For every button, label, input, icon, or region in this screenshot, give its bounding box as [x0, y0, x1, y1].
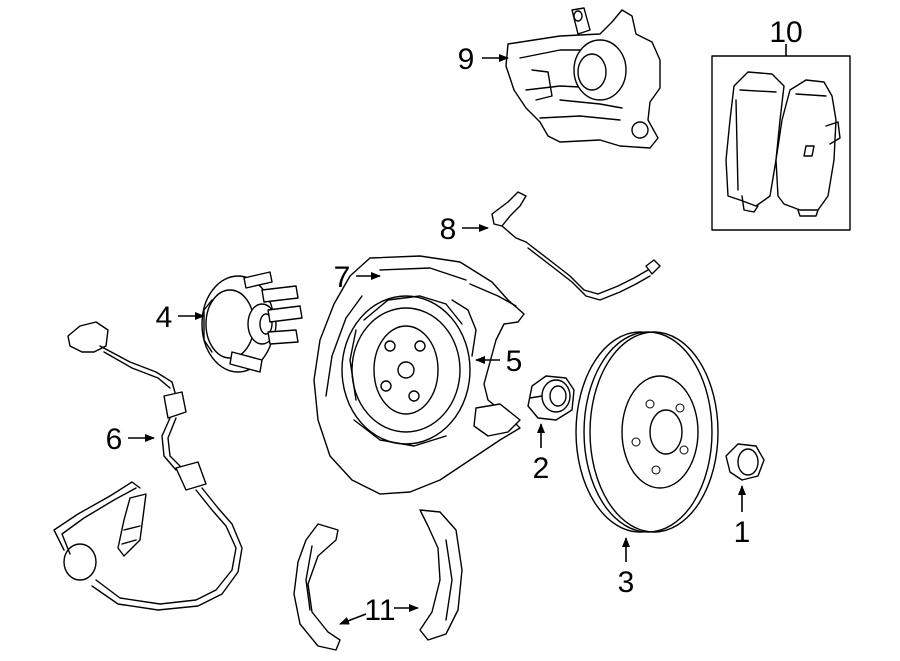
- brake-pads: [711, 55, 851, 231]
- pads-frame: [711, 55, 851, 231]
- callout-8: 8: [440, 213, 457, 246]
- brake-caliper: [505, 7, 661, 149]
- callout-7: 7: [334, 261, 351, 294]
- callout-labels: 1 2 3 4 5 6 7 8 9 10 11: [106, 16, 803, 627]
- abs-sensor-wire: [53, 321, 243, 611]
- arrow-11-left: [339, 613, 367, 625]
- axle-nut: [527, 375, 575, 421]
- callout-6: 6: [106, 423, 123, 456]
- callout-9: 9: [458, 43, 475, 76]
- callout-arrows: [128, 44, 787, 625]
- callout-11: 11: [364, 594, 395, 627]
- callout-10: 10: [769, 16, 802, 49]
- callout-4: 4: [156, 301, 173, 334]
- brake-rotor: [575, 331, 719, 533]
- backing-plate: [313, 255, 525, 495]
- parking-brake-shoes: [293, 509, 463, 651]
- dust-cap: [725, 443, 765, 481]
- callout-3: 3: [618, 566, 635, 599]
- callout-1: 1: [734, 516, 751, 549]
- wheel-hub: [201, 271, 303, 373]
- brake-hose: [491, 191, 661, 301]
- callout-2: 2: [533, 452, 550, 485]
- callout-5: 5: [506, 345, 523, 378]
